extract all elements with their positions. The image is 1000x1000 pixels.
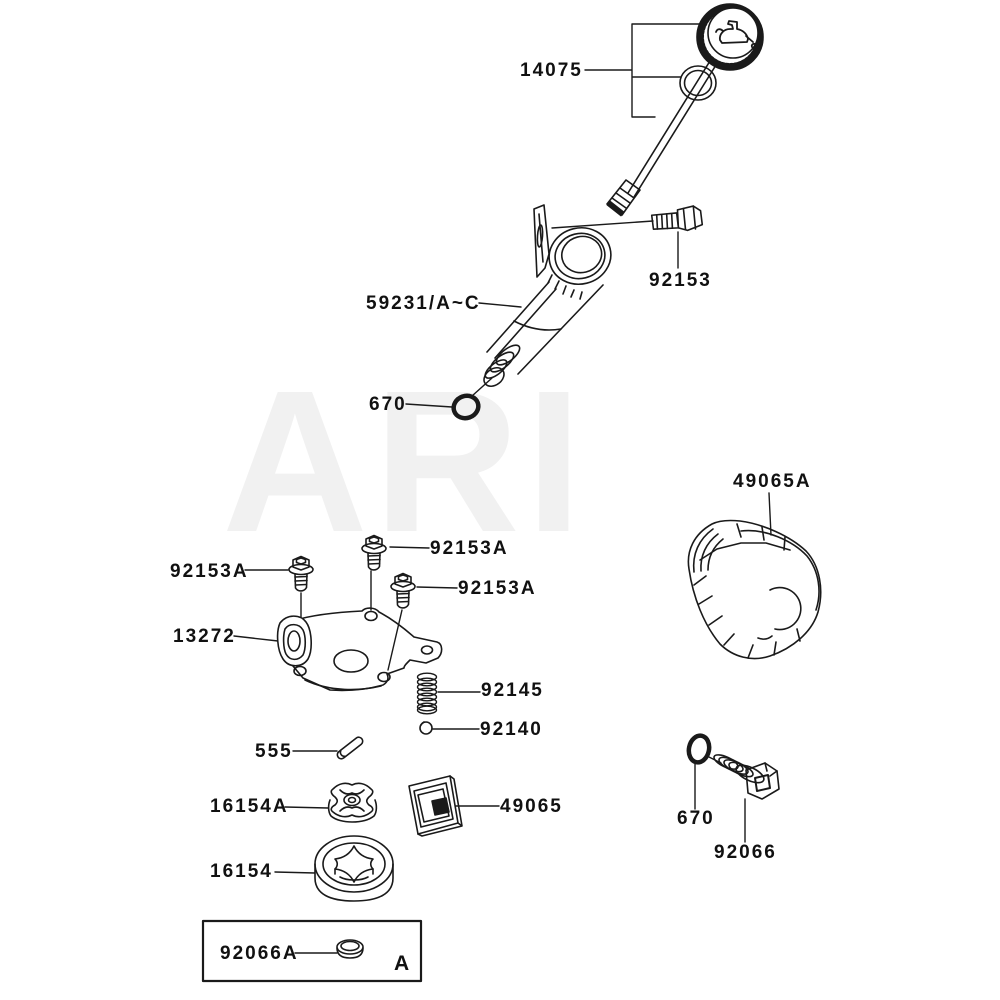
dowel-pin-drawing xyxy=(336,736,365,761)
tube-bolt-drawing xyxy=(651,206,702,233)
part-label-14075[interactable]: 14075 xyxy=(520,60,583,81)
outer-rotor-drawing xyxy=(315,836,393,901)
part-label-13272[interactable]: 13272 xyxy=(173,626,236,647)
part-label-92153A-right[interactable]: 92153A xyxy=(458,578,537,599)
leader-lines xyxy=(234,24,771,953)
dipstick-assembly-drawing xyxy=(607,4,763,216)
part-label-92153A-left[interactable]: 92153A xyxy=(170,561,249,582)
part-label-16154A[interactable]: 16154A xyxy=(210,796,289,817)
oil-filter-drawing xyxy=(688,520,820,658)
pump-plate-drawing xyxy=(278,608,442,690)
part-label-92145[interactable]: 92145 xyxy=(481,680,544,701)
relief-ball-drawing xyxy=(420,722,432,734)
plate-bolt-right-drawing xyxy=(390,572,416,609)
drain-plug-drawing xyxy=(712,752,779,799)
relief-spring-drawing xyxy=(418,673,437,714)
part-label-92066A[interactable]: 92066A xyxy=(220,943,299,964)
part-label-555[interactable]: 555 xyxy=(255,741,293,762)
watermark: ARI xyxy=(222,348,588,574)
plug-oring-drawing xyxy=(686,734,711,765)
part-label-49065[interactable]: 49065 xyxy=(500,796,563,817)
inner-rotor-drawing xyxy=(329,783,377,822)
part-label-92153[interactable]: 92153 xyxy=(649,270,712,291)
part-label-59231[interactable]: 59231/A~C xyxy=(366,293,481,314)
plate-bolt-left-drawing xyxy=(288,555,314,592)
part-label-16154[interactable]: 16154 xyxy=(210,861,273,882)
part-label-92153A-top[interactable]: 92153A xyxy=(430,538,509,559)
part-label-670-plug[interactable]: 670 xyxy=(677,808,715,829)
part-label-49065A[interactable]: 49065A xyxy=(733,471,812,492)
tube-oring-drawing xyxy=(450,392,481,421)
oil-can-icon xyxy=(716,21,756,48)
oil-screen-drawing xyxy=(409,776,462,836)
part-label-92140[interactable]: 92140 xyxy=(480,719,543,740)
part-label-670-tube[interactable]: 670 xyxy=(369,394,407,415)
plug-washer-drawing xyxy=(337,940,363,958)
part-label-92066[interactable]: 92066 xyxy=(714,842,777,863)
plate-bolt-top-drawing xyxy=(361,534,387,571)
reference-letter-a: A xyxy=(394,952,410,975)
reference-box xyxy=(203,921,421,981)
fill-tube-drawing xyxy=(480,205,616,390)
